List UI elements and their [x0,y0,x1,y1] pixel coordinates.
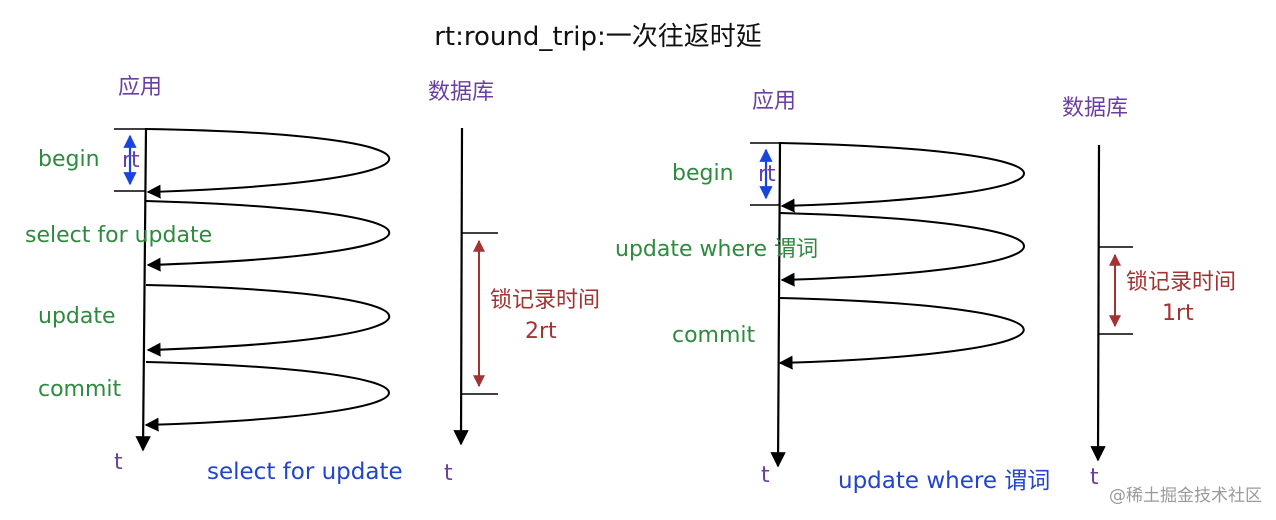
left-roundtrip-begin [145,128,390,199]
right-roundtrip-begin [779,142,1025,213]
left-db-time-label: t [444,461,453,486]
left-app-timeline [135,127,151,452]
right-rt-label: rt [758,162,776,187]
left-lock-duration: 2rt [525,319,557,344]
watermark: @稀土掘金技术社区 [1109,486,1262,506]
right-op-update-where: update where 谓词 [615,237,818,262]
right-caption: update where 谓词 [838,468,1050,494]
left-sequence-diagram: 应用 数据库 rt begin select for update update… [25,75,600,486]
left-caption: select for update [207,459,403,485]
left-lock-label: 锁记录时间 [490,288,600,313]
right-db-time-label: t [1090,465,1099,490]
left-roundtrip-commit [144,361,390,432]
left-op-begin: begin [38,147,100,172]
right-roundtrip-commit [778,297,1025,370]
left-roundtrip-select-for-update [145,200,390,272]
right-lock-label: 锁记录时间 [1126,270,1236,295]
right-roundtrip-update-where [779,212,1025,287]
left-op-select-for-update: select for update [25,223,212,248]
right-app-time-label: t [761,463,770,488]
right-op-begin: begin [672,161,734,186]
left-rt-label: rt [122,148,140,173]
left-db-timeline [453,127,469,446]
left-op-commit: commit [38,377,122,402]
right-db-timeline [1090,144,1106,462]
right-db-label: 数据库 [1062,96,1128,121]
right-sequence-diagram: 应用 数据库 rt begin update where 谓词 commit 锁… [615,89,1236,494]
right-app-label: 应用 [752,89,796,114]
left-app-time-label: t [114,450,123,475]
right-lock-duration: 1rt [1162,301,1194,326]
left-roundtrip-update [145,284,390,357]
diagram-title: rt:round_trip:一次往返时延 [434,22,762,52]
left-db-label: 数据库 [428,80,494,105]
right-op-commit: commit [672,323,756,348]
left-app-label: 应用 [118,75,162,100]
left-op-update: update [38,304,116,329]
right-app-timeline [770,141,786,468]
